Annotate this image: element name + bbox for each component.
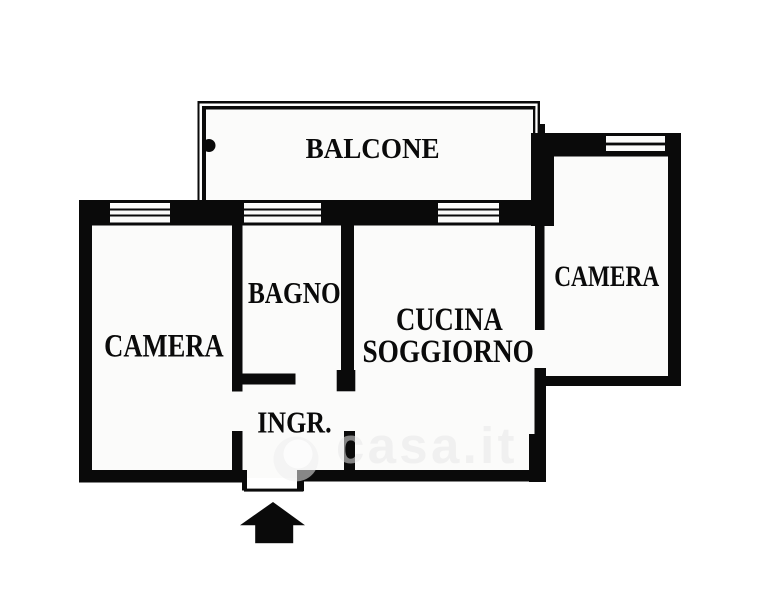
svg-text:BAGNO: BAGNO (248, 276, 341, 310)
svg-text:SOGGIORNO: SOGGIORNO (363, 333, 534, 369)
svg-text:CAMERA: CAMERA (554, 260, 659, 293)
svg-text:CAMERA: CAMERA (104, 328, 224, 364)
svg-text:CUCINA: CUCINA (396, 301, 503, 337)
svg-text:casa.it: casa.it (336, 417, 517, 474)
svg-text:INGR.: INGR. (257, 404, 331, 439)
svg-text:BALCONE: BALCONE (306, 134, 440, 165)
